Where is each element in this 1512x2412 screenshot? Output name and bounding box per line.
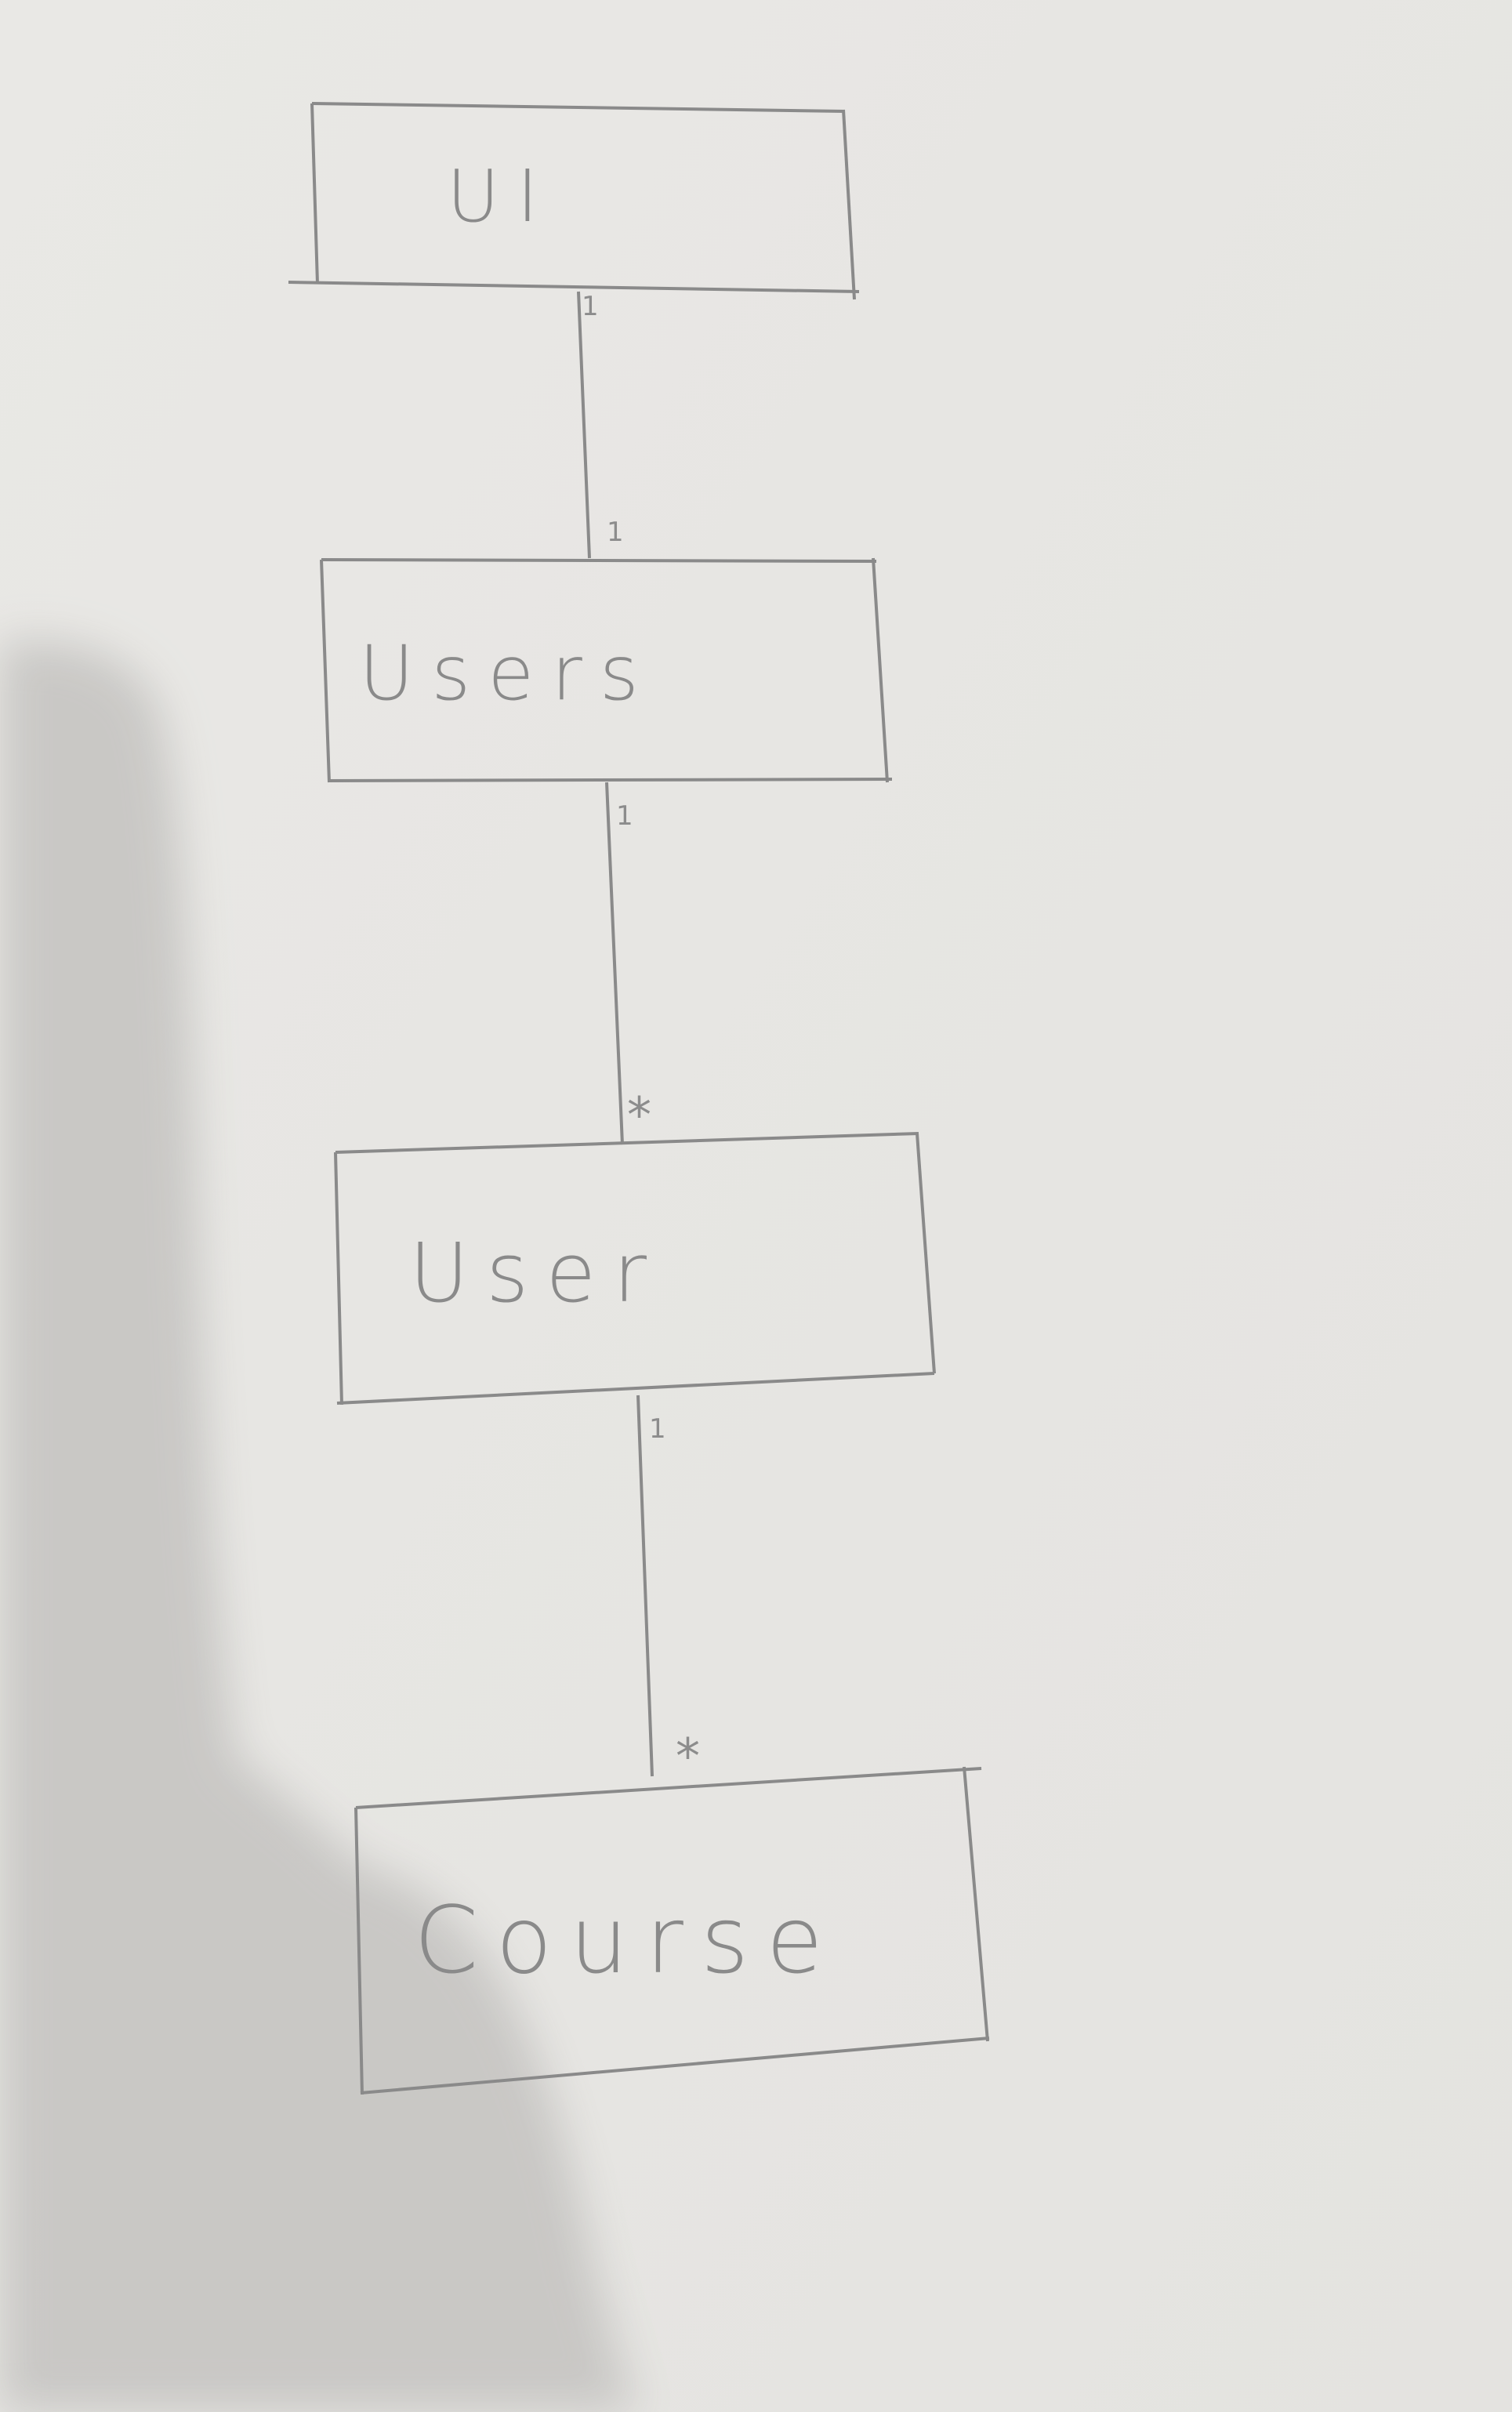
box-ui: UI	[288, 102, 860, 300]
link-user-course: 1 *	[636, 1395, 700, 1785]
box-label-ui: UI	[447, 154, 555, 238]
box-label-course: Course	[414, 1886, 840, 1994]
box-label-users: Users	[359, 629, 656, 717]
hand-shadow	[0, 640, 643, 2412]
multiplicity-user-many: *	[627, 1086, 651, 1144]
multiplicity-course-many: *	[676, 1728, 700, 1785]
link-ui-users: 1 1	[577, 291, 624, 559]
multiplicity-ui-end: 1	[582, 291, 599, 322]
multiplicity-users-from: 1	[616, 800, 633, 832]
link-users-user: 1 *	[605, 782, 651, 1145]
box-label-user: User	[409, 1225, 664, 1321]
box-user: User	[334, 1132, 936, 1405]
box-users: Users	[320, 557, 893, 783]
multiplicity-user-from: 1	[649, 1413, 666, 1445]
multiplicity-users-end: 1	[607, 517, 624, 548]
box-course: Course	[354, 1766, 990, 2095]
